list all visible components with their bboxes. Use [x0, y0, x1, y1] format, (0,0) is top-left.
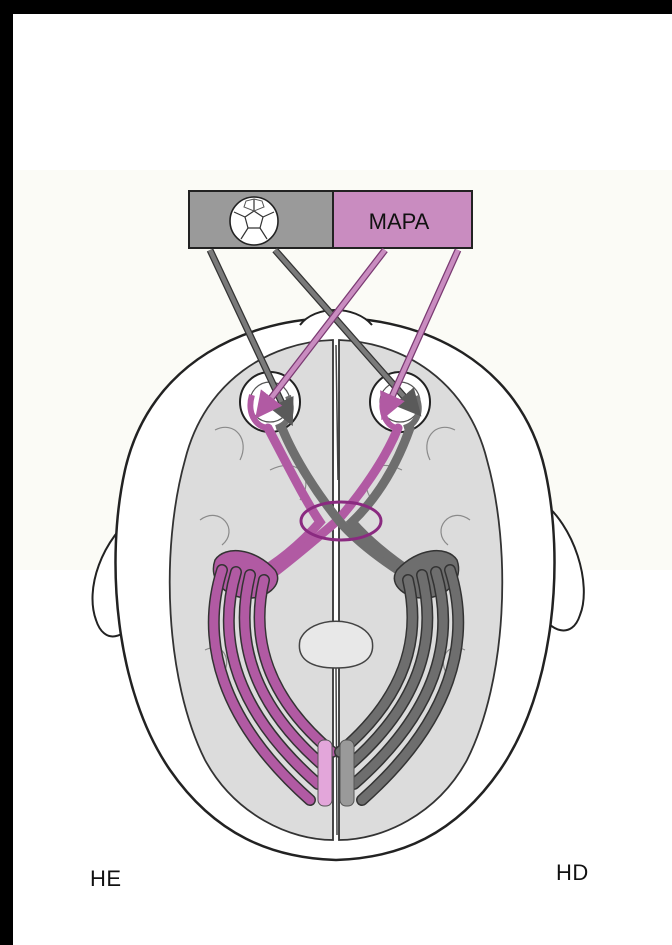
stimulus-word: MAPA — [369, 209, 430, 234]
right-visual-cortex — [340, 740, 354, 806]
stimulus-box: MAPA — [189, 191, 472, 248]
brainstem — [299, 621, 372, 668]
left-visual-cortex — [318, 740, 332, 806]
soccer-ball-icon — [230, 197, 278, 245]
left-hemisphere-label: HE — [90, 866, 122, 892]
right-hemisphere-label: HD — [556, 860, 589, 886]
